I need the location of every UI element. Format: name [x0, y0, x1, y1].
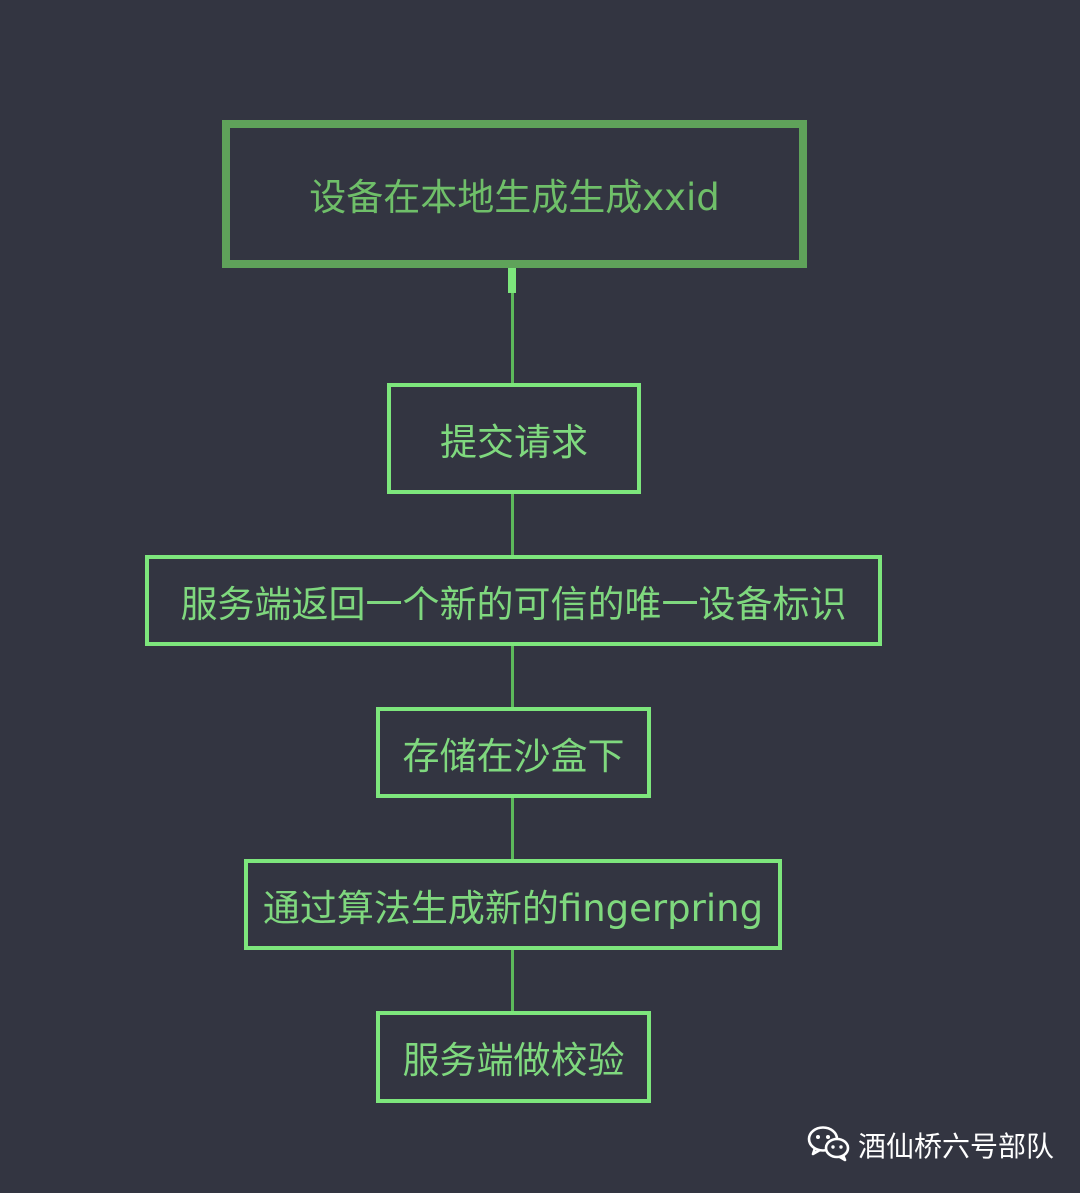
flow-node-label: 设备在本地生成生成xxid — [309, 176, 720, 219]
flow-node-label: 提交请求 — [440, 420, 588, 464]
flow-node-label: 服务端返回一个新的可信的唯一设备标识 — [180, 582, 847, 626]
flow-node-store-sandbox: 存储在沙盒下 — [376, 707, 651, 798]
connector-n3-n4 — [511, 645, 514, 709]
watermark-text: 酒仙桥六号部队 — [858, 1130, 1055, 1163]
flow-node-generate-fingerprint: 通过算法生成新的fingerpring — [244, 859, 782, 950]
watermark: 酒仙桥六号部队 — [806, 1120, 1054, 1170]
connector-n2-n3 — [511, 493, 514, 557]
connector-n5-n6 — [511, 949, 514, 1013]
flow-node-label: 通过算法生成新的fingerpring — [262, 886, 764, 930]
wechat-icon — [806, 1124, 850, 1166]
flow-node-label: 服务端做校验 — [402, 1039, 625, 1082]
connector-n1-stub — [508, 266, 516, 293]
flow-node-server-returns-id: 服务端返回一个新的可信的唯一设备标识 — [145, 555, 882, 646]
connector-n4-n5 — [511, 797, 514, 861]
flow-node-generate-xxid: 设备在本地生成生成xxid — [222, 120, 807, 268]
flow-node-submit-request: 提交请求 — [387, 383, 641, 494]
connector-n1-n2 — [511, 266, 514, 385]
flow-node-label: 存储在沙盒下 — [402, 734, 625, 778]
flow-node-server-verify: 服务端做校验 — [376, 1011, 651, 1103]
